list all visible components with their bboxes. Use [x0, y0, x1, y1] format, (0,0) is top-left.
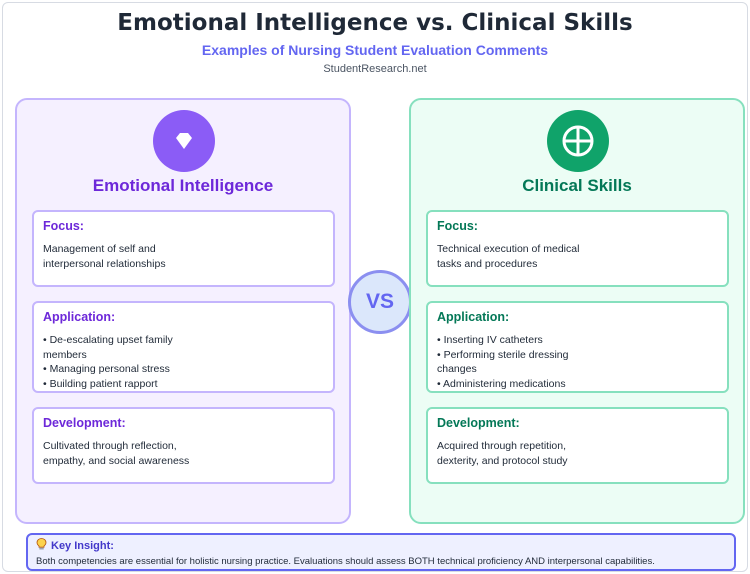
card-heading: Focus: [437, 219, 478, 233]
lightbulb-icon [36, 538, 47, 553]
card-heading: Application: [43, 310, 116, 324]
card-line: Acquired through repetition, [437, 440, 566, 452]
card-line: Technical execution of medical [437, 243, 580, 255]
card-line: • Building patient rapport [43, 377, 158, 390]
card-body: • Inserting IV catheters • Performing st… [437, 333, 612, 391]
key-insight-box: Key Insight: Both competencies are essen… [26, 533, 736, 571]
clinical-skills-panel: Clinical Skills Focus: Technical executi… [409, 98, 745, 524]
insight-header: Key Insight: [36, 538, 726, 553]
card-body: Technical execution of medical tasks and… [437, 242, 612, 271]
application-card: Application: • De-escalating upset famil… [32, 301, 335, 393]
development-card: Development: Acquired through repetition… [426, 407, 729, 484]
card-line: • Administering medications [437, 377, 566, 390]
development-card: Development: Cultivated through reflecti… [32, 407, 335, 484]
card-line: Management of self and [43, 243, 156, 255]
card-line: empathy, and social awareness [43, 454, 190, 467]
source-label: StudentResearch.net [323, 63, 427, 75]
card-line: • Inserting IV catheters [437, 334, 543, 346]
application-card: Application: • Inserting IV catheters • … [426, 301, 729, 393]
emotional-intelligence-panel: Emotional Intelligence Focus: Management… [15, 98, 351, 524]
card-line: members [43, 348, 87, 361]
heart-icon [153, 110, 215, 172]
panel-title: Clinical Skills [522, 176, 632, 195]
card-heading: Application: [437, 310, 510, 324]
page-subtitle: Examples of Nursing Student Evaluation C… [201, 42, 549, 58]
card-line: changes [437, 363, 477, 375]
card-line: tasks and procedures [437, 257, 538, 270]
card-line: • Performing sterile dressing [437, 348, 569, 361]
card-heading: Development: [43, 416, 126, 430]
insight-heading: Key Insight: [51, 539, 114, 552]
card-heading: Focus: [43, 219, 84, 233]
panel-title: Emotional Intelligence [92, 176, 274, 195]
card-line: • Managing personal stress [43, 363, 170, 375]
card-line: dexterity, and protocol study [437, 454, 568, 467]
insight-text: Both competencies are essential for holi… [36, 556, 655, 567]
vs-badge: VS [348, 270, 412, 334]
card-line: • De-escalating upset family [43, 334, 173, 346]
card-line: Cultivated through reflection, [43, 440, 177, 452]
card-line: interpersonal relationships [43, 257, 166, 270]
card-heading: Development: [437, 416, 520, 430]
card-body: • De-escalating upset family members • M… [43, 333, 218, 391]
focus-card: Focus: Management of self and interperso… [32, 210, 335, 287]
card-body: Acquired through repetition, dexterity, … [437, 439, 612, 468]
card-body: Cultivated through reflection, empathy, … [43, 439, 218, 468]
crosshair-icon [547, 110, 609, 172]
focus-card: Focus: Technical execution of medical ta… [426, 210, 729, 287]
page-title: Emotional Intelligence vs. Clinical Skil… [117, 10, 633, 36]
card-body: Management of self and interpersonal rel… [43, 242, 218, 271]
